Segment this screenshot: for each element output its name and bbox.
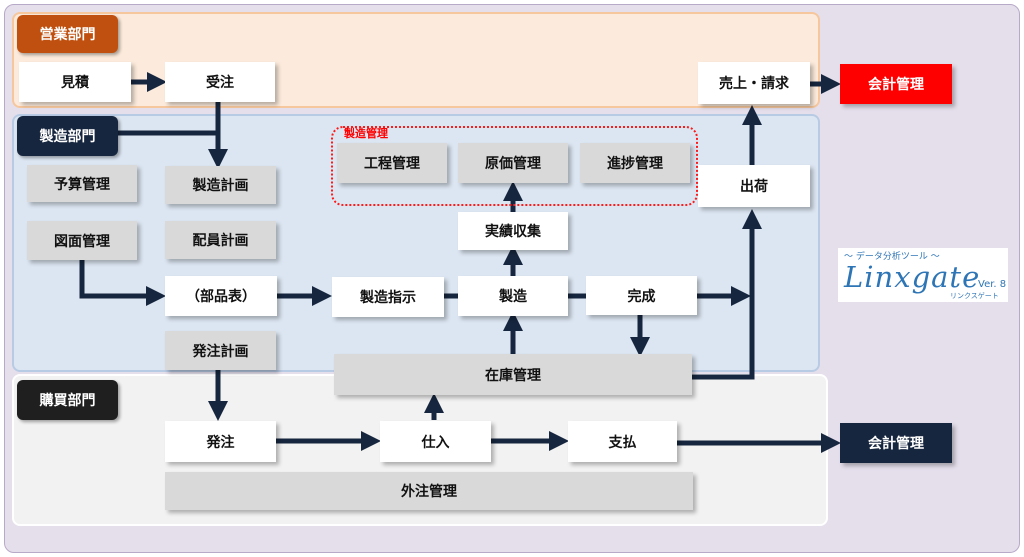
shipping-box[interactable]: 出荷 bbox=[698, 165, 810, 207]
purchasing-department-tag: 購買部門 bbox=[17, 380, 118, 420]
order-plan-box[interactable]: 発注計画 bbox=[165, 331, 276, 370]
production-management-label: 製造管理 bbox=[344, 127, 388, 140]
accounting-box-sales[interactable]: 会計管理 bbox=[840, 64, 952, 104]
production-management-group bbox=[331, 126, 698, 206]
sales-department-tag: 営業部門 bbox=[17, 15, 118, 53]
purchase-order-box[interactable]: 発注 bbox=[165, 421, 276, 462]
logo-version: Ver. 8 bbox=[978, 279, 1007, 290]
cost-management-box[interactable]: 原価管理 bbox=[458, 143, 568, 183]
logo-kana: リンクスゲート bbox=[950, 292, 999, 300]
production-box[interactable]: 製造 bbox=[458, 276, 568, 316]
inventory-management-box[interactable]: 在庫管理 bbox=[334, 354, 692, 395]
progress-management-box[interactable]: 進捗管理 bbox=[580, 143, 690, 183]
arrow-drawing-to-bom bbox=[79, 260, 166, 306]
manufacturing-department-tag: 製造部門 bbox=[17, 116, 118, 156]
budget-management-box[interactable]: 予算管理 bbox=[27, 165, 137, 202]
results-collection-box[interactable]: 実績収集 bbox=[458, 212, 568, 250]
order-received-box[interactable]: 受注 bbox=[165, 62, 275, 102]
bom-box[interactable]: （部品表） bbox=[165, 276, 277, 316]
production-plan-box[interactable]: 製造計画 bbox=[165, 166, 276, 204]
logo-tagline: ～ データ分析ツール ～ bbox=[844, 252, 940, 262]
completion-box[interactable]: 完成 bbox=[586, 276, 697, 315]
logo-name: Linxgate bbox=[844, 260, 981, 294]
outsourcing-management-box[interactable]: 外注管理 bbox=[165, 472, 693, 510]
payment-box[interactable]: 支払 bbox=[568, 421, 677, 462]
work-instruction-box[interactable]: 製造指示 bbox=[332, 277, 444, 317]
sales-region bbox=[12, 12, 820, 108]
linxgate-logo: ～ データ分析ツール ～ Linxgate Ver. 8 リンクスゲート bbox=[838, 248, 1008, 302]
receiving-box[interactable]: 仕入 bbox=[380, 421, 491, 462]
sales-billing-box[interactable]: 売上・請求 bbox=[698, 62, 810, 104]
drawing-management-box[interactable]: 図面管理 bbox=[27, 221, 137, 260]
arrow-inventory-to-shipping bbox=[692, 209, 762, 380]
estimate-box[interactable]: 見積 bbox=[19, 62, 131, 102]
staff-plan-box[interactable]: 配員計画 bbox=[165, 221, 276, 259]
accounting-box-purchasing[interactable]: 会計管理 bbox=[840, 423, 952, 463]
process-management-box[interactable]: 工程管理 bbox=[337, 143, 447, 183]
